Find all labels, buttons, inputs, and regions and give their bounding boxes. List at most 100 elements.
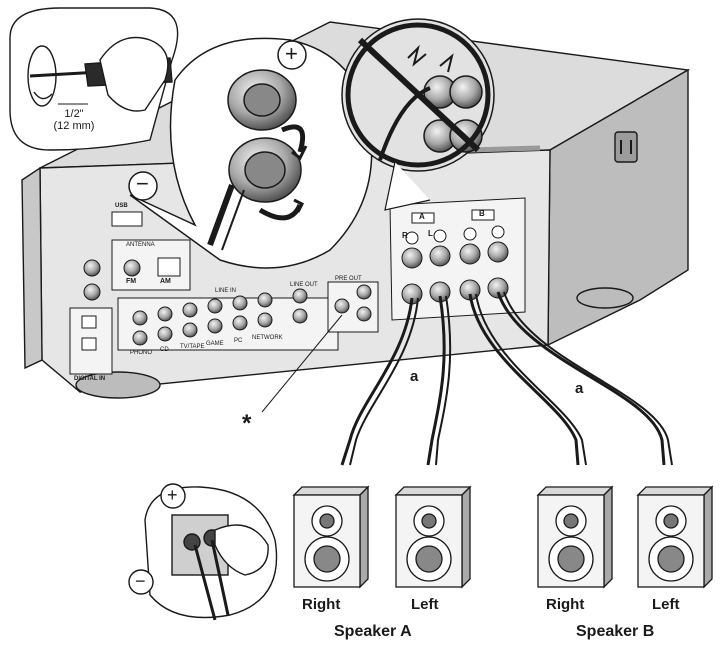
cable-b-right-b xyxy=(475,293,587,466)
finger xyxy=(99,36,169,112)
jack-label-cd: CD xyxy=(160,347,169,353)
fm-jack xyxy=(123,259,141,277)
jack-label-line-in: LINE IN xyxy=(215,288,237,294)
insertion-wire xyxy=(193,544,217,621)
pre-out-l-jack xyxy=(356,284,372,300)
speaker-boxes xyxy=(292,485,714,589)
terminal-group-b-label: B xyxy=(479,209,485,218)
jack-label-tv-tape: TV/TAPE xyxy=(180,344,205,350)
cable-a-left xyxy=(426,295,446,466)
jack-panel xyxy=(69,211,379,375)
prohibited-slash xyxy=(357,37,481,153)
woofer-cone xyxy=(313,545,341,573)
strip-length-label: 1/2" (12 mm) xyxy=(42,108,106,132)
terminal-plus-sign: + xyxy=(285,41,298,66)
loosen-arrow xyxy=(281,124,306,153)
speaker-a-left xyxy=(394,485,472,589)
subwoofer-jack xyxy=(334,298,350,314)
pre-out-r-jack xyxy=(356,306,372,322)
coax-jack-1 xyxy=(83,259,101,277)
speaker-side xyxy=(603,485,613,589)
speaker-b-right xyxy=(536,485,614,589)
jack-label-phono: PHONO xyxy=(130,350,153,356)
wire-label-a-left: a xyxy=(410,368,419,385)
optical-jack-2 xyxy=(81,337,97,351)
jack-label-l: L xyxy=(428,229,433,238)
minus-circle xyxy=(128,171,158,201)
insertion-minus-sign: − xyxy=(135,571,146,591)
woofer-cone xyxy=(657,545,685,573)
plus-circle xyxy=(277,40,307,70)
insertion-wire-2 xyxy=(210,539,230,616)
insertion-terminal-1 xyxy=(183,533,201,551)
insertion-minus-circle xyxy=(128,569,154,595)
jack-label-antenna: ANTENNA xyxy=(126,242,155,248)
speaker-a-right xyxy=(292,485,370,589)
strip-detail-bubble xyxy=(9,7,179,151)
receiver-foot-right xyxy=(576,287,634,309)
cable-a-right-b xyxy=(349,297,419,466)
am-terminal xyxy=(157,257,181,277)
jack-label-digital-in: DIGITAL IN xyxy=(74,376,106,382)
cable-b-left-b xyxy=(503,291,673,466)
speaker-group-b-label: Speaker B xyxy=(576,623,655,640)
woofer-cone xyxy=(415,545,443,573)
line-in-block xyxy=(117,297,339,351)
terminal-group-a-tag xyxy=(411,212,435,224)
speaker-terminal-block xyxy=(389,197,526,321)
asterisk-pointer xyxy=(261,314,343,413)
jack-label-line-out: LINE OUT xyxy=(290,282,318,288)
speaker-b-left xyxy=(636,485,714,589)
jack-label-usb: USB xyxy=(115,203,128,209)
insertion-detail-bubble xyxy=(128,483,278,621)
jack-label-fm: FM xyxy=(126,278,137,285)
line-in-jacks xyxy=(132,288,308,346)
power-inlet xyxy=(614,131,638,163)
jack-label-game: GAME xyxy=(206,341,224,347)
speaker-b-right-label: Right xyxy=(546,596,585,613)
tweeter-cone xyxy=(421,513,437,529)
optical-jack-1 xyxy=(81,315,97,329)
speaker-terminals xyxy=(401,225,509,305)
usb-port xyxy=(111,211,143,227)
terminal-minus-sign: − xyxy=(136,171,149,196)
prohibited-ring xyxy=(345,22,491,168)
tweeter-cone xyxy=(319,513,335,529)
terminal-knob-top-cap xyxy=(243,83,281,117)
speaker-top xyxy=(292,486,370,496)
cable-a-left-b xyxy=(435,295,452,466)
jack-label-pc: PC xyxy=(234,338,243,344)
terminal-group-a-label: A xyxy=(419,212,425,221)
cable-b-right xyxy=(468,293,580,466)
speaker-cables xyxy=(340,291,673,466)
receiver-foot-left xyxy=(75,371,161,399)
strip-length-mm: (12 mm) xyxy=(53,120,95,132)
speaker-a-left-label: Left xyxy=(411,596,439,613)
jack-label-pre-out: PRE OUT xyxy=(335,276,362,282)
speaker-side xyxy=(359,485,369,589)
insert-wire-shadow xyxy=(221,189,245,251)
receiver-left-edge xyxy=(21,166,43,370)
speaker-side xyxy=(461,485,471,589)
terminal-group-b-tag xyxy=(471,209,495,221)
speaker-b-left-label: Left xyxy=(652,596,680,613)
speaker-top xyxy=(636,486,714,496)
short-bubble-tail xyxy=(384,161,431,211)
jack-label-am: AM xyxy=(160,278,171,285)
short-circuit-bubble xyxy=(341,18,495,172)
insertion-plus-circle xyxy=(160,483,186,509)
terminal-knob-bottom-cap xyxy=(244,151,286,189)
speaker-top xyxy=(536,486,614,496)
terminal-detail-bubble xyxy=(128,37,373,269)
cable-a-right xyxy=(340,297,414,466)
woofer-cone xyxy=(557,545,585,573)
speaker-group-a-label: Speaker A xyxy=(334,623,412,640)
insertion-plus-sign: + xyxy=(167,485,178,505)
spark-1 xyxy=(407,44,427,67)
strip-length-inch: 1/2" xyxy=(64,108,84,120)
insert-wire xyxy=(207,183,235,247)
coax-jack-2 xyxy=(83,283,101,301)
cable-b-left xyxy=(496,291,666,466)
short-terminal-2 xyxy=(449,75,483,109)
